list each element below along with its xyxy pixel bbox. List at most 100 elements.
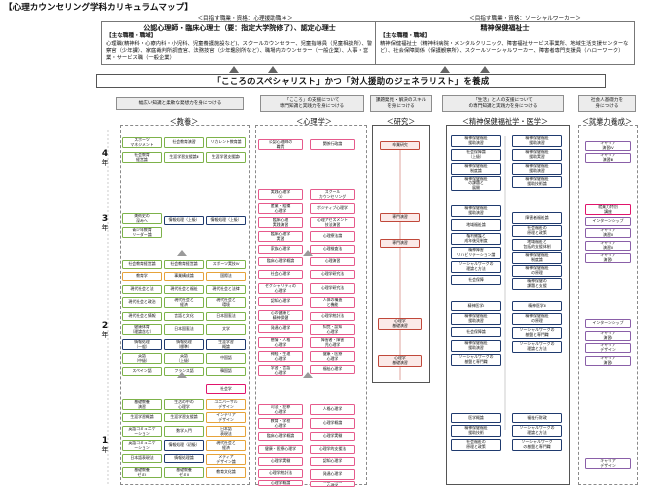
course-cell-kyoyo: メディア デザイン論 <box>206 454 246 465</box>
column-header-shushoku: ＜就業力養成＞ <box>581 117 633 126</box>
course-cell-shinri: 発達心理学 <box>310 469 355 480</box>
course-cell-shinri: 福祉心理学 <box>310 365 355 374</box>
course-cell-kenkyu: 心理学 基礎演習 <box>378 318 422 330</box>
course-cell-shushoku: 就業力特別 講座 <box>585 204 631 215</box>
course-cell-shinri: 神経・生理 心理学 <box>258 351 303 362</box>
course-cell-kyoyo: スポーツ マネジメント <box>122 137 162 148</box>
page-title: 【心理カウンセリング学科カリキュラムマップ】 <box>4 3 193 13</box>
column-frame-kyoyo <box>120 125 250 485</box>
course-cell-kyoyo: 国際法 <box>206 272 246 281</box>
course-cell-seishin: 社会福祉の 原理と政策 <box>451 439 501 451</box>
course-cell-seishin: 精神保健福祉 援助演習 <box>451 313 501 325</box>
course-cell-shushoku: インターンシップ <box>585 217 631 226</box>
course-cell-shushoku: キャリア 演習Ⅲ <box>585 153 631 163</box>
course-cell-kyoyo: 現代社会と法 <box>122 285 162 294</box>
course-cell-shinri: 心理学的支援法 <box>310 445 355 454</box>
course-cell-kyoyo: 現代社会と情報 <box>122 312 162 321</box>
course-cell-shinri: スクール カウンセリング <box>310 189 355 200</box>
course-cell-shinri: 認知心理学 <box>258 297 303 306</box>
goal-right-sub: 【主な職種・職域】 <box>380 33 431 40</box>
column-header-kenkyu: ＜研究＞ <box>386 117 416 126</box>
course-cell-shinri: セクシャリティの 心理学 <box>258 283 303 294</box>
course-cell-kyoyo: ユニバーサル デザイン <box>206 399 246 410</box>
course-cell-kyoyo: 生涯学習 概論 <box>206 339 246 350</box>
course-cell-kyoyo: 英語コミュニケ ーション <box>122 426 162 437</box>
course-cell-seishin: ソーシャルワークの 基盤と専門職 <box>512 327 562 339</box>
course-cell-seishin: 精神保健福祉 制度論 <box>451 163 501 175</box>
course-cell-seishin: 社会福祉の 原理と政策 <box>512 225 562 237</box>
course-cell-shinri: 心理演習 <box>310 257 355 266</box>
course-cell-shinri: 心理学研究法 <box>310 283 355 294</box>
course-cell-shinri: 心理アセスメント 技法演習 <box>310 217 355 228</box>
goal-right-heading: 精神保健福祉士 <box>480 24 530 32</box>
course-cell-shinri: 家族心理学 <box>258 245 303 254</box>
up-arrow-icon <box>440 66 450 73</box>
course-cell-shinri: 障害者・障害 児心理学 <box>310 337 355 348</box>
course-cell-kyoyo: 社会教育経営論 <box>122 260 162 269</box>
course-cell-kyoyo: 現代社会と 経済 <box>164 297 204 308</box>
up-arrow-icon <box>480 66 490 73</box>
course-cell-shinri: 認知心理学 <box>310 457 355 466</box>
course-cell-seishin: 精神保健福祉 の原理 <box>512 265 562 277</box>
chevron-kyoyo: 幅広い知識と柔軟な発想力を身につける <box>116 97 244 110</box>
course-cell-seishin: 精神保健福祉 援助演習 <box>512 163 562 175</box>
course-cell-kyoyo: 文学 <box>206 324 246 335</box>
course-cell-seishin: 精神保健福祉 援助実習 <box>512 149 562 161</box>
course-cell-kyoyo: スポーツ実技Ⅳ <box>206 260 246 269</box>
course-cell-kyoyo: 生涯学習支援論Ⅰ <box>206 152 246 163</box>
course-cell-kyoyo: 健康体育 （理論含む） <box>122 324 162 335</box>
course-cell-kyoyo: 日本国憲法 <box>206 312 246 321</box>
course-cell-shinri: 心理学実験 <box>310 432 355 441</box>
chevron-seishin: 「生活」と人の支援について の専門知識と実践力を身につける <box>442 95 564 112</box>
mission-banner: 「こころのスペシャリスト」かつ「対人援助のジェネラリスト」を養成 <box>96 74 606 88</box>
course-cell-shinri: 関係行政論 <box>310 139 355 150</box>
up-arrow-icon <box>268 66 278 73</box>
goal-left-sub: 【主な職種・職域】 <box>106 33 157 40</box>
chevron-shinri: 「こころ」の支援について 専門知識と実践力を身につける <box>260 95 364 112</box>
course-cell-seishin: 精神保健福祉 援助演習 <box>451 340 501 352</box>
course-cell-shinri: 心理学統計法 <box>258 469 303 478</box>
course-cell-seishin: 障害者福祉論 <box>512 212 562 224</box>
course-cell-kyoyo: 基礎教養 演習 <box>122 399 162 410</box>
course-cell-seishin: ソーシャルワークの 理論と方法 <box>451 261 501 273</box>
course-cell-seishin: 精神保健福祉 援助技術 <box>451 425 501 437</box>
course-cell-seishin: 精神医学Ⅰ <box>451 301 501 311</box>
course-cell-shinri: 社会心理学 <box>258 270 303 279</box>
course-cell-shinri: 臨床心理 実践演習 <box>258 217 303 228</box>
course-cell-shinri: 心理学概論 <box>310 418 355 429</box>
course-cell-shinri: 知覚・認知 心理学 <box>310 324 355 335</box>
course-cell-kyoyo: 韓国語 <box>206 367 246 376</box>
course-cell-shushoku: キャリア 演習Ⅳ <box>585 141 631 151</box>
column-frame-kenkyu <box>372 125 430 383</box>
course-cell-shinri: 心理学研究法 <box>310 270 355 279</box>
course-cell-kyoyo: 現代社会と法律 <box>206 285 246 294</box>
course-cell-seishin: 医学概論 <box>451 413 501 423</box>
course-cell-seishin: ソーシャルワークの 理論と方法 <box>512 425 562 437</box>
course-cell-shinri: 臨床心理学 実習 <box>258 231 303 242</box>
course-cell-shinri: 臨床心理学概論 <box>258 257 303 266</box>
course-cell-kyoyo: 青少年教育 リーダー論 <box>122 227 162 238</box>
course-cell-shinri: 人格心理学 <box>310 404 355 415</box>
course-cell-kyoyo: スペイン語 <box>122 367 162 376</box>
course-cell-seishin: ソーシャルワーク の基盤と専門職 <box>512 439 562 451</box>
course-cell-kyoyo: 生涯学習支援論Ⅱ <box>164 152 204 163</box>
course-cell-kyoyo: 英語コミュニケ ーション <box>122 440 162 451</box>
chevron-kenkyu: 課題発見・解決のスキル を身につける <box>370 95 432 112</box>
course-cell-seishin: ソーシャルワークの 基盤と専門職 <box>451 354 501 366</box>
course-cell-kyoyo: 情報処理論 <box>164 454 204 463</box>
course-cell-shinri: 心理検査法 <box>310 245 355 254</box>
goal-right-box: 精神保健福祉士 【主な職種・職域】 精神保健福祉士（精神科病院・メンタルクリニッ… <box>375 21 635 65</box>
course-cell-shinri: 人体の構造 と機能 <box>310 297 355 308</box>
goal-left-caption: ＜目指す職業・資格：心理援助職＊＞ <box>197 16 293 22</box>
course-cell-seishin: 権利擁護と 成年後見制度 <box>451 233 501 245</box>
course-cell-kyoyo: 生涯学習概論 <box>122 413 162 422</box>
course-cell-shinri: 学習・言語 心理学 <box>258 365 303 376</box>
course-cell-kyoyo: 数学入門 <box>164 426 204 437</box>
course-cell-kyoyo: 情報処理 （標準） <box>164 339 204 350</box>
course-cell-shinri: 臨床心理学概論 <box>258 432 303 441</box>
course-cell-shushoku: キャリア デザイン <box>585 458 631 469</box>
course-cell-seishin: 精神保健福祉 援助演習 <box>512 135 562 147</box>
up-arrow-icon <box>229 66 239 73</box>
course-cell-shinri: 健康・医療心理学 <box>258 445 303 454</box>
